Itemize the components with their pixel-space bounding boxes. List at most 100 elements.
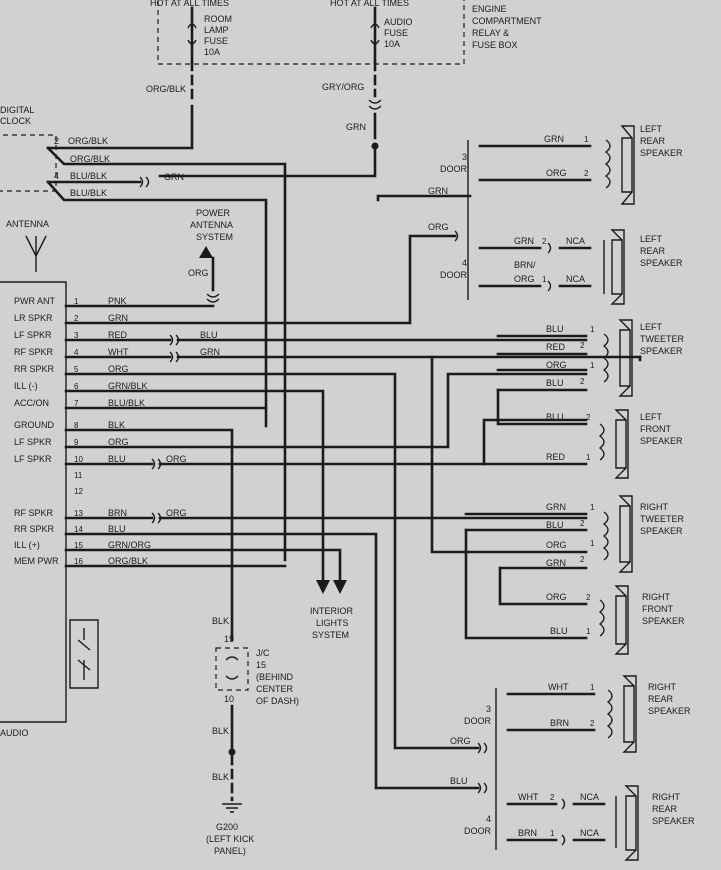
lr-grn-label: GRN: [428, 186, 448, 196]
lt-p1: 1: [590, 325, 595, 334]
audio-pin-label: LR SPKR: [14, 313, 53, 323]
lf-name1: LEFT: [640, 412, 663, 422]
clock-outline: [0, 134, 57, 192]
audio-outline: [0, 281, 67, 723]
audio-pin-label: RF SPKR: [14, 347, 54, 357]
audio-pin-number: 11: [74, 471, 83, 480]
lf-p1: 2: [586, 413, 591, 422]
rt-name3: SPEAKER: [640, 526, 683, 536]
lt-name3: SPEAKER: [640, 346, 683, 356]
lt-p2: 2: [580, 341, 585, 350]
rr-org-label: ORG: [450, 736, 471, 746]
fuse2-line3: 10A: [384, 39, 400, 49]
power-antenna-arrow: [199, 246, 213, 258]
audio-pin-number: 14: [74, 525, 83, 534]
connector-symbol-10: [561, 798, 566, 846]
audio-pin-wire-color: GRN/ORG: [108, 540, 151, 550]
lr-door4-label: DOOR: [440, 270, 468, 280]
connector-symbol-3: [206, 293, 220, 303]
rt-name1: RIGHT: [640, 502, 669, 512]
audio-pin-label: ILL (-): [14, 381, 38, 391]
rr-s2-speaker-icon: [624, 785, 639, 861]
connector-symbol-1: [368, 99, 382, 110]
rr-s2-w1: WHT: [518, 792, 539, 802]
right-rear-speakers: 3 DOOR 4 DOOR ORG BLU WHT BRN 1 2 RIGHT …: [450, 675, 695, 861]
fuse1-line1: ROOM: [204, 14, 232, 24]
lr-org-label: ORG: [428, 222, 449, 232]
audio-label: AUDIO: [0, 728, 29, 738]
audio-pin-number: 15: [74, 541, 83, 550]
connector-symbol-9: [477, 742, 488, 794]
lt-wires: [496, 334, 588, 392]
jc-symbol: [225, 656, 239, 680]
lt-w3: ORG: [546, 360, 567, 370]
fuse1-line2: LAMP: [204, 25, 229, 35]
rr-s2-p1: 2: [550, 793, 555, 802]
antenna-icon: [25, 235, 47, 272]
audio-pin-label: RF SPKR: [14, 508, 54, 518]
box-line1: ENGINE: [472, 4, 507, 14]
rf-wires: [464, 528, 588, 640]
audio-pin-wire-color: ORG: [108, 364, 129, 374]
clock-pin2-wire: ORG/BLK: [68, 136, 108, 146]
lt-w1: BLU: [546, 324, 564, 334]
orgblk-clock-run: [46, 146, 287, 562]
grn-label-top: GRN: [346, 122, 366, 132]
fuse-box: HOT AT ALL TIMES HOT AT ALL TIMES ROOM L…: [96, 0, 542, 178]
interior-1: INTERIOR: [310, 606, 354, 616]
lr-door3-num: 3: [462, 152, 467, 162]
hot-label-left: HOT AT ALL TIMES: [150, 0, 229, 8]
splice-dot-2: [228, 748, 236, 756]
audio-pin-wire-color: RED: [108, 330, 128, 340]
audio-pin-number: 8: [74, 421, 79, 430]
wire-blu-lf: [64, 418, 588, 466]
rf-w1: ORG: [546, 592, 567, 602]
lr-s1-name2: REAR: [640, 136, 666, 146]
wire-org-rr: [64, 372, 480, 750]
audio-pin-label: ILL (+): [14, 540, 40, 550]
rr-door4-label: DOOR: [464, 826, 492, 836]
rt-w4: GRN: [546, 558, 566, 568]
clock-pin4-wire: BLU/BLK: [70, 171, 107, 181]
rr-door3-num: 3: [486, 704, 491, 714]
audio-pin-wire-color: GRN: [108, 313, 128, 323]
fuse1-line3: FUSE: [204, 36, 228, 46]
rr-s1-w1: WHT: [548, 682, 569, 692]
audio-pin-label: PWR ANT: [14, 296, 56, 306]
rt-name2: TWEETER: [640, 514, 684, 524]
rf-coil: [598, 599, 605, 637]
rr-s2-nca1: NCA: [580, 792, 599, 802]
lr-s2-w2b: ORG: [514, 274, 535, 284]
rr-s2-w2: BRN: [518, 828, 537, 838]
lr-s2-name1: LEFT: [640, 234, 663, 244]
rr-s2-name3: SPEAKER: [652, 816, 695, 826]
rt-wires: [430, 355, 642, 554]
audio-pin-wire-color: BLK: [108, 420, 125, 430]
rr-blu-label: BLU: [450, 776, 468, 786]
audio-pin-ext-color: GRN: [200, 347, 220, 357]
rt-speaker-icon: [618, 495, 633, 573]
rr-s2-name1: RIGHT: [652, 792, 681, 802]
clock-pin4-wire2: BLU/BLK: [70, 188, 107, 198]
lf-name3: SPEAKER: [640, 436, 683, 446]
room-lamp-fuse-symbol: [187, 23, 197, 45]
lf-w2: RED: [546, 452, 566, 462]
lr-s1-w2: ORG: [546, 168, 567, 178]
lr-door3-label: DOOR: [440, 164, 468, 174]
right-tweeter-speaker: GRN BLU ORG GRN 1 2 1 2 RIGHT TWEETER SP…: [430, 355, 684, 573]
audio-pin-label: RR SPKR: [14, 364, 55, 374]
lf-wires: [482, 388, 588, 466]
connector-symbol-2: [139, 176, 150, 188]
audio-pin-number: 10: [74, 455, 83, 464]
jc-outline: [215, 647, 249, 691]
rr-s2-nca2: NCA: [580, 828, 599, 838]
rf-p2: 1: [586, 627, 591, 636]
audio-pin-number: 4: [74, 348, 79, 357]
left-front-speaker: BLU RED 2 1 LEFT FRONT SPEAKER: [482, 388, 683, 479]
lr-s2-w2: BRN/: [514, 260, 536, 270]
audio-pin-number: 7: [74, 399, 79, 408]
audio-pin-label: LF SPKR: [14, 454, 52, 464]
fuse2-line1: AUDIO: [384, 17, 413, 27]
